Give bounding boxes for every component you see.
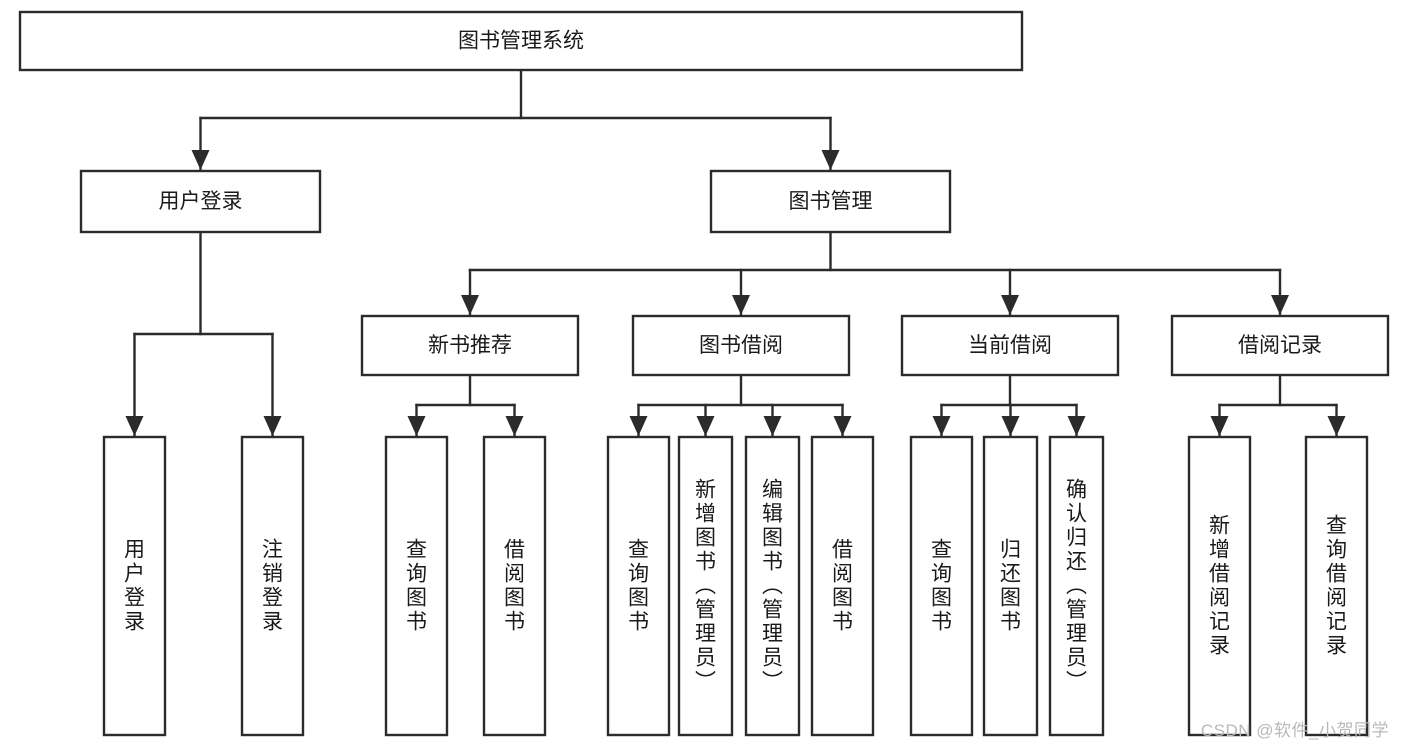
node-leaf-user-login-box <box>102 435 167 737</box>
edge-group-book-manage <box>461 230 1289 316</box>
node-leaf-add-book[interactable]: 新增图书︵管理员︶ <box>677 435 734 737</box>
arrow-head-icon <box>1067 416 1086 436</box>
node-leaf-add-record-box <box>1187 435 1252 737</box>
node-leaf-user-login[interactable]: 用户登录 <box>102 435 167 737</box>
arrow-head-icon <box>1001 295 1019 315</box>
node-leaf-query-book-1[interactable]: 查询图书 <box>384 435 449 737</box>
edge-group-borrow-record <box>1210 373 1346 437</box>
edge-group-user-login <box>125 230 282 437</box>
node-leaf-add-record-label: 新增借阅记录 <box>1209 515 1230 658</box>
node-leaf-query-book-3-box <box>909 435 974 737</box>
arrow-head-icon <box>461 295 479 315</box>
arrow-head-icon <box>763 416 782 436</box>
node-leaf-edit-book-label: 编辑图书︵管理员︶ <box>762 479 783 694</box>
node-user-login[interactable]: 用户登录 <box>79 169 322 234</box>
connector-layer <box>125 68 1346 437</box>
node-root[interactable]: 图书管理系统 <box>18 10 1024 72</box>
node-book-borrow-label: 图书借阅 <box>699 334 783 357</box>
node-leaf-borrow-book-2[interactable]: 借阅图书 <box>810 435 875 737</box>
arrow-head-icon <box>407 416 426 436</box>
node-new-book-rec[interactable]: 新书推荐 <box>360 314 580 377</box>
node-root-label: 图书管理系统 <box>458 30 584 53</box>
node-leaf-user-logout-label: 注销登录 <box>262 539 283 634</box>
node-book-manage-box <box>709 169 952 234</box>
node-leaf-confirm-return[interactable]: 确认归还︵管理员︶ <box>1048 435 1105 737</box>
node-user-login-label: 用户登录 <box>159 190 243 213</box>
node-leaf-query-record[interactable]: 查询借阅记录 <box>1304 435 1369 737</box>
node-current-borrow-label: 当前借阅 <box>968 334 1052 357</box>
node-borrow-record-label: 借阅记录 <box>1238 334 1322 357</box>
arrow-head-icon <box>125 416 144 436</box>
edge-group-root <box>191 68 840 171</box>
node-leaf-user-logout[interactable]: 注销登录 <box>240 435 305 737</box>
node-leaf-confirm-return-label: 确认归还︵管理员︶ <box>1066 479 1087 694</box>
arrow-head-icon <box>505 416 524 436</box>
arrow-head-icon <box>1327 416 1346 436</box>
arrow-head-icon <box>732 295 750 315</box>
node-leaf-query-book-2-label: 查询图书 <box>628 539 649 634</box>
node-book-borrow-box <box>631 314 851 377</box>
node-leaf-edit-book-box <box>744 435 801 737</box>
node-leaf-query-book-2[interactable]: 查询图书 <box>606 435 671 737</box>
edge-group-current-borrow <box>932 373 1086 437</box>
node-leaf-query-book-3-label: 查询图书 <box>931 539 952 634</box>
node-new-book-rec-label: 新书推荐 <box>428 334 512 357</box>
edge-group-new-book-rec <box>407 373 524 437</box>
node-layer: 图书管理系统用户登录图书管理新书推荐图书借阅当前借阅借阅记录用户登录注销登录查询… <box>18 10 1390 737</box>
node-root-box <box>18 10 1024 72</box>
node-leaf-add-book-label: 新增图书︵管理员︶ <box>695 479 716 694</box>
node-leaf-borrow-book-2-box <box>810 435 875 737</box>
arrow-head-icon <box>191 150 210 170</box>
node-user-login-box <box>79 169 322 234</box>
node-leaf-return-book-label: 归还图书 <box>1000 539 1021 634</box>
node-leaf-add-book-box <box>677 435 734 737</box>
node-borrow-record[interactable]: 借阅记录 <box>1170 314 1390 377</box>
node-leaf-query-record-label: 查询借阅记录 <box>1326 515 1347 658</box>
node-leaf-borrow-book-1-label: 借阅图书 <box>504 539 525 634</box>
node-leaf-query-record-box <box>1304 435 1369 737</box>
node-leaf-borrow-book-2-label: 借阅图书 <box>832 539 853 634</box>
node-new-book-rec-box <box>360 314 580 377</box>
arrow-head-icon <box>932 416 951 436</box>
node-leaf-query-book-1-box <box>384 435 449 737</box>
arrow-head-icon <box>821 150 840 170</box>
arrow-head-icon <box>629 416 648 436</box>
arrow-head-icon <box>1271 295 1289 315</box>
node-current-borrow-box <box>900 314 1120 377</box>
arrow-head-icon <box>1210 416 1229 436</box>
edge-group-book-borrow <box>629 373 852 437</box>
node-leaf-borrow-book-1-box <box>482 435 547 737</box>
csdn-watermark: CSDN @软件_小贺同学 <box>1200 721 1389 740</box>
node-borrow-record-box <box>1170 314 1390 377</box>
node-book-manage-label: 图书管理 <box>789 190 873 213</box>
node-leaf-return-book[interactable]: 归还图书 <box>982 435 1039 737</box>
arrow-head-icon <box>696 416 715 436</box>
node-leaf-edit-book[interactable]: 编辑图书︵管理员︶ <box>744 435 801 737</box>
node-leaf-add-record[interactable]: 新增借阅记录 <box>1187 435 1252 737</box>
node-leaf-user-login-label: 用户登录 <box>124 539 145 634</box>
node-leaf-query-book-2-box <box>606 435 671 737</box>
node-leaf-user-logout-box <box>240 435 305 737</box>
node-leaf-confirm-return-box <box>1048 435 1105 737</box>
node-book-borrow[interactable]: 图书借阅 <box>631 314 851 377</box>
arrow-head-icon <box>263 416 282 436</box>
node-leaf-return-book-box <box>982 435 1039 737</box>
arrow-head-icon <box>1001 416 1020 436</box>
node-leaf-borrow-book-1[interactable]: 借阅图书 <box>482 435 547 737</box>
node-current-borrow[interactable]: 当前借阅 <box>900 314 1120 377</box>
node-book-manage[interactable]: 图书管理 <box>709 169 952 234</box>
arrow-head-icon <box>833 416 852 436</box>
node-leaf-query-book-1-label: 查询图书 <box>406 539 427 634</box>
node-leaf-query-book-3[interactable]: 查询图书 <box>909 435 974 737</box>
